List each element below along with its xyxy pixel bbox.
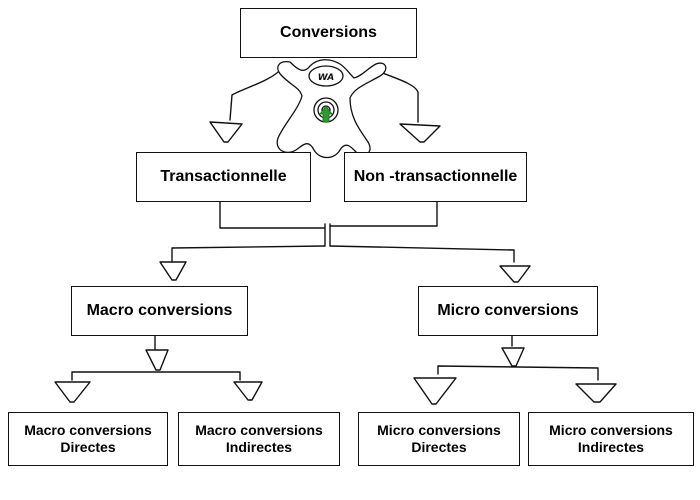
mascot-label: WA	[318, 73, 335, 83]
node-conversions: Conversions	[240, 8, 417, 58]
node-macro-conversions: Macro conversions	[71, 286, 248, 336]
connector-micro-branch	[437, 365, 599, 381]
node-micro-directes-line1: Micro conversions	[377, 421, 501, 438]
funnel-micro-direct	[413, 377, 457, 405]
node-transactionnelle-label: Transactionnelle	[160, 168, 287, 185]
node-macro-conversions-label: Macro conversions	[86, 302, 233, 319]
funnel-transactionnelle	[209, 121, 243, 143]
mascot-head	[308, 65, 344, 87]
node-macro-indirectes: Macro conversions Indirectes	[178, 412, 340, 466]
node-micro-indirectes: Micro conversions Indirectes	[528, 412, 694, 466]
node-micro-directes: Micro conversions Directes	[358, 412, 520, 466]
connector-root-right	[379, 71, 419, 123]
funnel-non-transactionnelle	[399, 123, 441, 143]
node-macro-indirectes-line1: Macro conversions	[195, 421, 323, 438]
node-non-transactionnelle-label: Non -transactionnelle	[353, 168, 518, 185]
node-micro-directes-line2: Directes	[411, 439, 467, 455]
funnel-micro-indirect	[575, 383, 617, 403]
funnel-macro-mid	[145, 349, 169, 371]
node-macro-indirectes-line2: Indirectes	[225, 439, 293, 455]
funnel-macro-direct	[54, 381, 91, 403]
node-macro-directes: Macro conversions Directes	[8, 412, 168, 466]
node-macro-directes-line2: Directes	[60, 439, 116, 455]
funnel-macro	[159, 261, 187, 281]
funnel-micro-mid	[501, 347, 525, 367]
node-micro-conversions-label: Micro conversions	[437, 302, 579, 319]
node-transactionnelle: Transactionnelle	[136, 152, 311, 202]
connector-merge	[219, 201, 438, 247]
node-conversions-label: Conversions	[280, 24, 377, 41]
node-micro-indirectes-line2: Indirectes	[577, 439, 645, 455]
connector-split	[171, 245, 515, 263]
connector-root-left	[229, 69, 281, 121]
node-macro-directes-line1: Macro conversions	[24, 421, 152, 438]
node-non-transactionnelle: Non -transactionnelle	[344, 152, 527, 202]
node-micro-indirectes-line1: Micro conversions	[549, 421, 673, 438]
funnel-macro-indirect	[233, 381, 263, 401]
mascot-illustration	[276, 59, 387, 159]
funnel-micro	[499, 265, 531, 283]
connector-macro-branch	[71, 371, 241, 381]
mascot-green-arrow	[319, 105, 333, 123]
node-micro-conversions: Micro conversions	[418, 286, 598, 336]
